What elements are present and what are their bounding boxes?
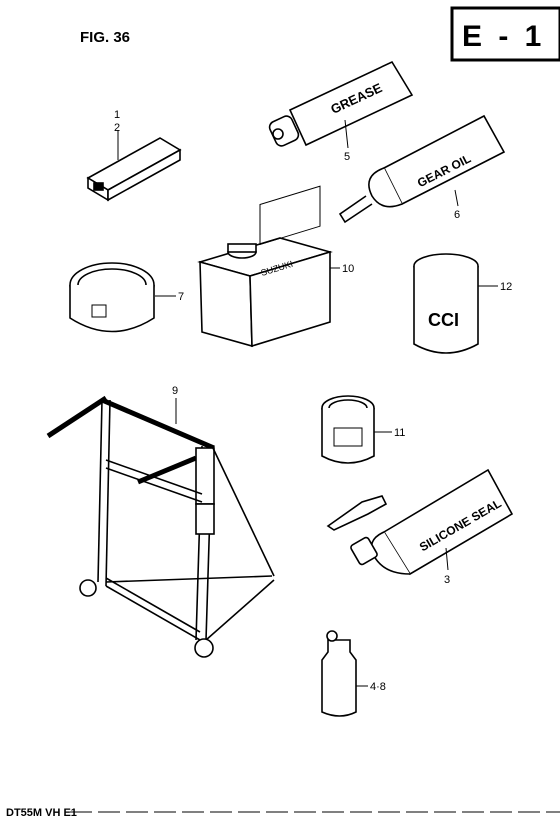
callout-5: 5 — [344, 151, 350, 163]
part-can-12: CCI — [413, 253, 498, 354]
callout-2: 2 — [114, 122, 120, 134]
part-silicone-tube-3: SILICONE SEAL — [326, 468, 514, 576]
part-block-1-2 — [86, 130, 182, 202]
part-stand-9 — [46, 395, 275, 658]
figure-code-box — [450, 6, 560, 62]
part-small-tin-11 — [321, 395, 392, 464]
callout-10: 10 — [342, 263, 354, 275]
part-gear-oil-tube-6: GEAR OIL — [338, 114, 506, 224]
part-oil-can-10: SUZUKI — [197, 185, 340, 348]
callout-1: 1 — [114, 109, 120, 121]
footer-model: DT55M VH E1 — [6, 807, 77, 819]
callout-6: 6 — [454, 209, 460, 221]
callout-3: 3 — [444, 574, 450, 586]
callout-7: 7 — [178, 291, 184, 303]
callout-4-8: 4·8 — [370, 681, 386, 693]
figure-title: FIG. 36 — [80, 29, 130, 46]
part-grease-tube-5: GREASE — [268, 60, 414, 149]
callout-11: 11 — [394, 427, 405, 439]
cci-label: CCI — [428, 310, 459, 330]
callout-12: 12 — [500, 281, 512, 293]
callout-9: 9 — [172, 385, 178, 397]
part-tin-7 — [69, 262, 176, 333]
figure-code: E - 1 — [462, 20, 545, 53]
part-bottle-4-8 — [321, 630, 368, 717]
